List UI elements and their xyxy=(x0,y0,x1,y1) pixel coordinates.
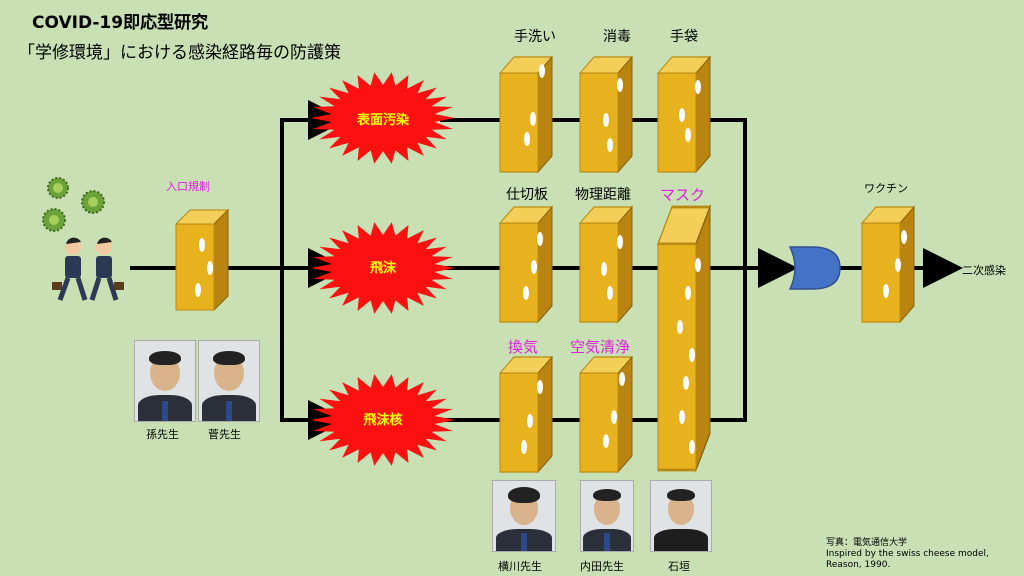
photo-son xyxy=(134,340,196,422)
burst-surface xyxy=(311,72,455,164)
walking-people-icon xyxy=(52,237,124,301)
cheese-air-purify xyxy=(579,356,633,473)
route-aerosol-label: 飛沫核 xyxy=(362,412,402,428)
label-entry: 入口規制 xyxy=(166,180,210,193)
caption-yokokawa: 横川先生 xyxy=(498,560,542,573)
cheese-entry xyxy=(175,209,229,311)
cheese-mask xyxy=(656,205,712,472)
cheese-vaccine xyxy=(861,206,915,323)
label-mask: マスク xyxy=(660,186,706,204)
label-vaccine: ワクチン xyxy=(864,182,908,195)
label-air-purify: 空気清浄 xyxy=(570,338,631,356)
route-surface-label: 表面汚染 xyxy=(356,112,410,128)
label-distance: 物理距離 xyxy=(575,187,631,203)
label-handwash: 手洗い xyxy=(514,29,556,45)
cheese-handwash xyxy=(499,56,553,173)
caption-uchida: 内田先生 xyxy=(580,560,624,573)
label-ventilation: 換気 xyxy=(508,338,539,356)
caption-son: 孫先生 xyxy=(146,428,179,441)
caption-ishigaki: 石垣 xyxy=(668,560,690,573)
or-gate-icon xyxy=(788,246,841,290)
route-droplet-label: 飛沫 xyxy=(369,260,397,276)
photo-credit: 写真：電気通信大学 Inspired by the swiss cheese m… xyxy=(826,538,989,570)
label-partition: 仕切板 xyxy=(506,187,548,203)
cheese-distance xyxy=(579,206,633,323)
photo-uchida xyxy=(580,480,634,552)
cheese-partition xyxy=(499,206,553,323)
cheese-gloves xyxy=(657,56,711,173)
cheese-disinfect xyxy=(579,56,633,173)
photo-suga xyxy=(198,340,260,422)
photo-ishigaki xyxy=(650,480,712,552)
page-title: COVID-19即応型研究 xyxy=(32,13,209,33)
virus-icon xyxy=(42,177,105,232)
label-disinfect: 消毒 xyxy=(603,29,631,45)
burst-aerosol xyxy=(311,374,455,466)
branch-surface-line xyxy=(280,100,348,268)
photo-yokokawa xyxy=(492,480,556,552)
page-subtitle: 「学修環境」における感染経路毎の防護策 xyxy=(18,43,341,63)
burst-droplet xyxy=(311,222,455,314)
label-outcome: 二次感染 xyxy=(962,264,1006,277)
branch-aerosol-line xyxy=(280,268,348,440)
label-gloves: 手袋 xyxy=(670,29,698,45)
caption-suga: 菅先生 xyxy=(208,428,241,441)
cheese-ventilation xyxy=(499,356,553,473)
